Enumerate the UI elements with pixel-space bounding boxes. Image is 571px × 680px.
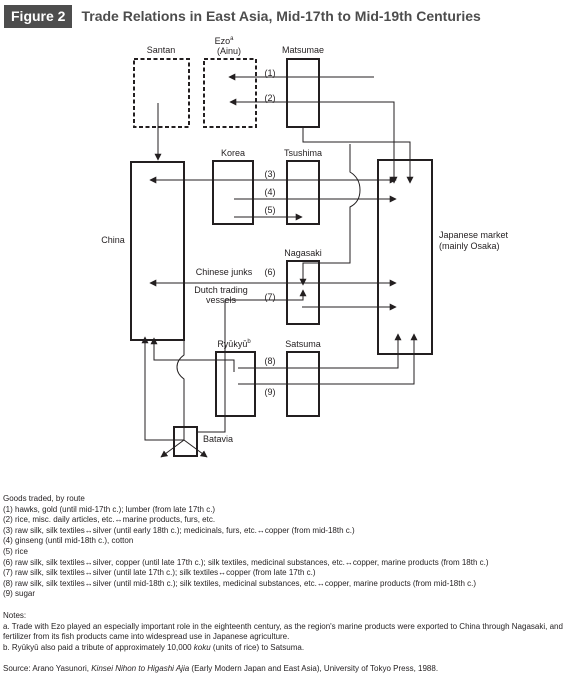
- goods-item-8: (8) raw silk, silk textiles↔silver (unti…: [3, 578, 477, 588]
- satsuma-label: Satsuma: [285, 339, 321, 349]
- tsushima-label: Tsushima: [284, 148, 322, 158]
- japanese-market-box: [377, 159, 433, 355]
- goods-item-4: (4) ginseng (until mid-18th c.), cotton: [3, 536, 134, 546]
- route-9-label: (9): [265, 387, 276, 397]
- route-8-label: (8): [265, 356, 276, 366]
- route-8-arrow: [238, 333, 402, 369]
- matsumae-label: Matsumae: [282, 45, 324, 55]
- goods-item-6: (6) raw silk, silk textiles↔silver, copp…: [3, 557, 489, 567]
- dutch-vessels-label-2: vessels: [206, 295, 237, 305]
- ezo-label: Ezoa: [215, 36, 235, 46]
- china-label: China: [101, 235, 125, 245]
- tsushima-box: [286, 160, 320, 225]
- japanese-market-sublabel: (mainly Osaka): [439, 241, 500, 251]
- batavia-link: [176, 322, 185, 440]
- korea-box: [212, 160, 254, 225]
- ezo-nagasaki-arrow: [299, 144, 361, 286]
- goods-item-5: (5) rice: [3, 546, 28, 556]
- figure-title: Trade Relations in East Asia, Mid-17th t…: [81, 8, 481, 24]
- dutch-vessels-label-1: Dutch trading: [194, 285, 248, 295]
- route-6-label: (6): [265, 267, 276, 277]
- ezo-box: [203, 58, 257, 128]
- china-ryukyu-arrow: [150, 337, 235, 372]
- trade-diagram: Santan Ezoa (Ainu) Matsumae Korea Tsushi…: [101, 36, 509, 458]
- note-a: a. Trade with Ezo played an especially i…: [3, 621, 563, 642]
- route-2-arrow: [229, 98, 398, 184]
- goods-item-3: (3) raw silk, silk textiles↔silver (unti…: [3, 525, 355, 535]
- goods-heading: Goods traded, by route: [3, 494, 85, 503]
- ezo-sublabel: (Ainu): [217, 46, 241, 56]
- goods-item-7: (7) raw silk, silk textiles↔silver (unti…: [3, 568, 316, 578]
- route-5-label: (5): [265, 205, 276, 215]
- batavia-label: Batavia: [203, 434, 233, 444]
- goods-item-9: (9) sugar: [3, 589, 36, 599]
- figure-badge: Figure 2: [4, 4, 73, 28]
- matsumae-box: [286, 58, 320, 128]
- nagasaki-label: Nagasaki: [284, 248, 322, 258]
- notes-heading: Notes:: [3, 610, 27, 620]
- route-9-arrow: [238, 333, 418, 385]
- route-4-label: (4): [265, 187, 276, 197]
- ryukyu-label: Ryūkyūb: [217, 339, 251, 349]
- korea-label: Korea: [221, 148, 245, 158]
- figure-header: Figure 2 Trade Relations in East Asia, M…: [4, 4, 481, 28]
- matsumae-japan-arrow: [302, 127, 414, 184]
- santan-label: Santan: [147, 45, 176, 55]
- batavia-nagasaki-arrow: [196, 289, 307, 433]
- route-1-label: (1): [265, 68, 276, 78]
- route-3-label: (3): [265, 169, 276, 179]
- japanese-market-label: Japanese market: [439, 230, 509, 240]
- santan-box: [133, 58, 190, 128]
- chinese-junks-label: Chinese junks: [196, 267, 253, 277]
- route-2-label: (2): [265, 93, 276, 103]
- source-line: Source: Arano Yasunori, Kinsei Nihon to …: [3, 664, 439, 674]
- route-7-label: (7): [265, 292, 276, 302]
- batavia-fork-right: [183, 439, 208, 458]
- notes-section: Goods traded, by route (1) hawks, gold (…: [3, 494, 569, 675]
- china-box: [130, 161, 185, 341]
- batavia-fork-left: [160, 439, 185, 458]
- goods-item-1: (1) hawks, gold (until mid-17th c.); lum…: [3, 504, 216, 514]
- note-b: b. Ryūkyū also paid a tribute of approxi…: [3, 642, 305, 652]
- goods-item-2: (2) rice, misc. daily articles, etc.↔mar…: [3, 515, 216, 525]
- batavia-china-arrow: [141, 336, 184, 441]
